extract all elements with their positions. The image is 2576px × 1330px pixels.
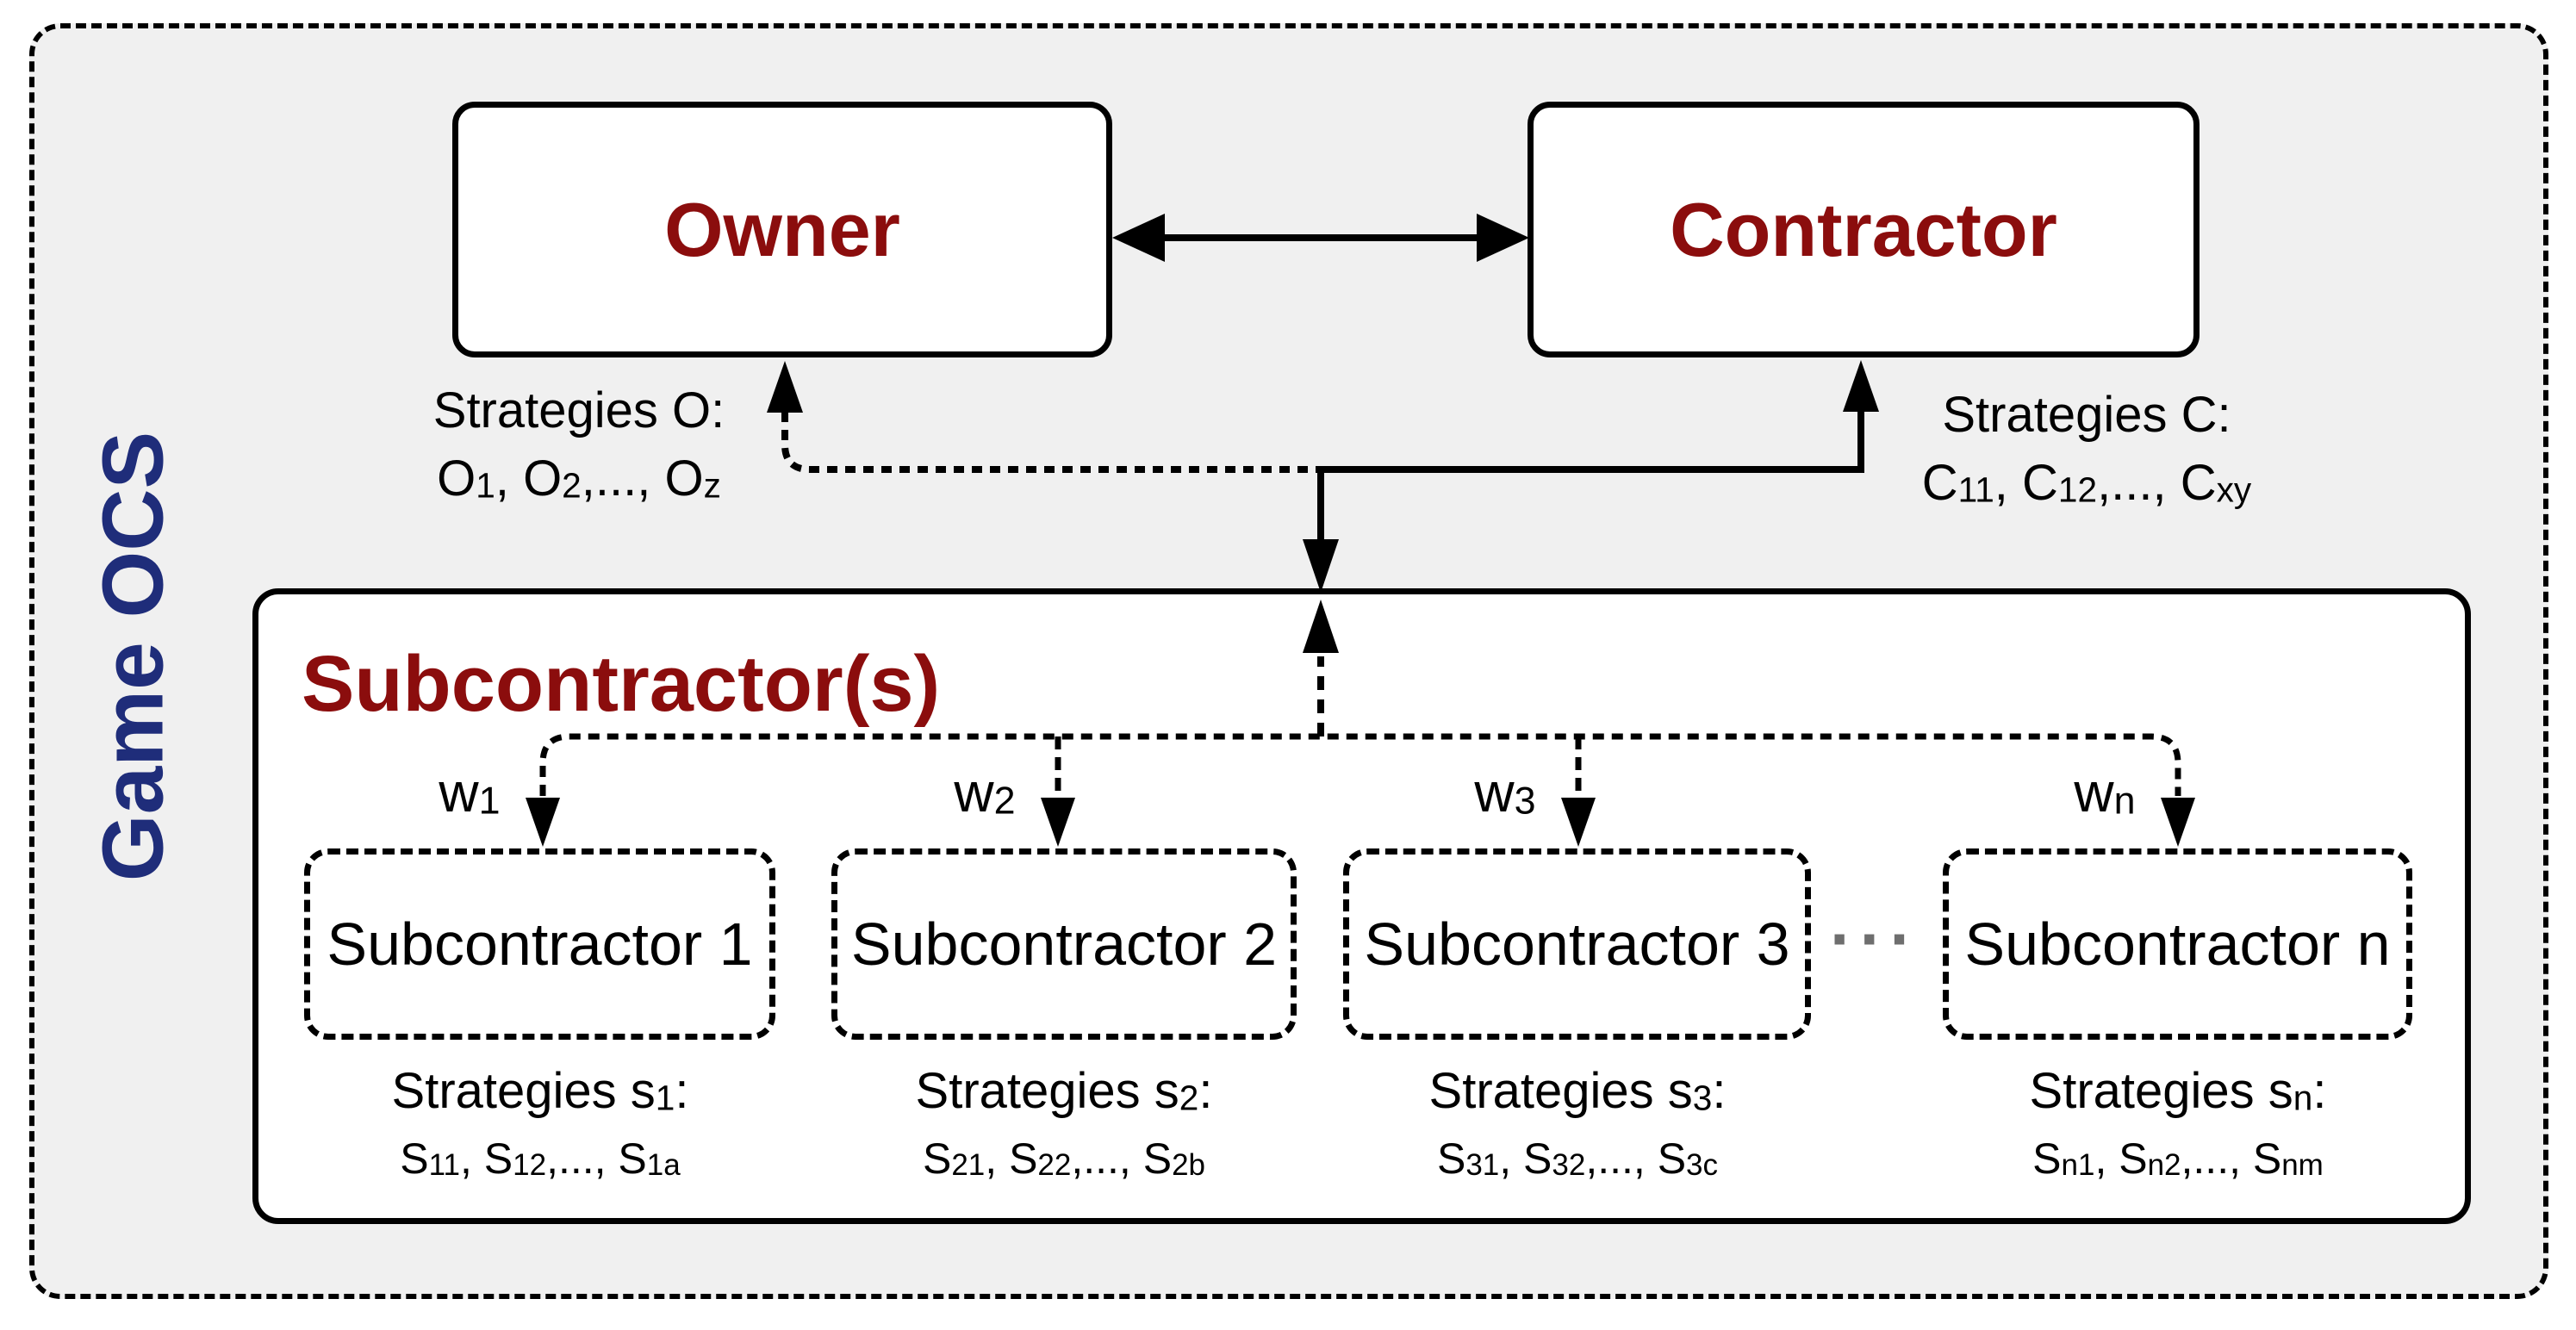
weight-label-w3: w3 <box>1474 761 1536 823</box>
owner-strategies-list: O1, O2,..., Oz <box>437 451 721 507</box>
subcontractor-1-strategies: Strategies s1: S11, S12,..., S1a <box>392 1062 689 1184</box>
contractor-box: Contractor <box>1528 102 2200 357</box>
owner-label: Owner <box>664 186 900 272</box>
contractor-strategies-title: Strategies C: <box>1942 387 2231 443</box>
subcontractor-label-1: Subcontractor 1 <box>327 910 753 978</box>
subcontractor-2-strategies-title: Strategies s2: <box>915 1063 1213 1119</box>
game-title: Game OCS <box>84 431 182 882</box>
owner-strategies-title: Strategies O: <box>432 382 725 438</box>
subcontractor-1-strategies-list: S11, S12,..., S1a <box>400 1134 681 1183</box>
contractor-label: Contractor <box>1670 186 2057 272</box>
subcontractor-box-n: Subcontractor n <box>1943 848 2412 1040</box>
subcontractor-3-strategies: Strategies s3: S31, S32,..., S3c <box>1429 1062 1727 1184</box>
subcontractor-box-1: Subcontractor 1 <box>304 848 775 1040</box>
subcontractor-label-n: Subcontractor n <box>1964 910 2391 978</box>
contractor-strategies-list: C11, C12,..., Cxy <box>1921 455 2252 511</box>
subcontractor-box-3: Subcontractor 3 <box>1343 848 1811 1040</box>
subcontractor-label-3: Subcontractor 3 <box>1364 910 1790 978</box>
subcontractor-1-strategies-title: Strategies s1: <box>391 1063 689 1119</box>
subcontractor-n-strategies: Strategies sn: Sn1, Sn2,..., Snm <box>2030 1062 2327 1184</box>
subcontractor-3-strategies-title: Strategies s3: <box>1428 1063 1727 1119</box>
owner-strategies: Strategies O: O1, O2,..., Oz <box>433 382 725 507</box>
contractor-strategies: Strategies C: C11, C12,..., Cxy <box>1922 386 2251 512</box>
subcontractor-label-2: Subcontractor 2 <box>850 910 1278 978</box>
more-subcontractors-ellipsis: ··· <box>1830 900 1920 977</box>
subcontractor-3-strategies-list: S31, S32,..., S3c <box>1436 1134 1719 1183</box>
subcontractors-title: Subcontractor(s) <box>302 640 941 728</box>
subcontractor-box-2: Subcontractor 2 <box>831 848 1297 1040</box>
weight-label-w2: w2 <box>954 761 1016 823</box>
weight-label-w1: w1 <box>439 761 501 823</box>
weight-label-wn: wn <box>2074 761 2136 823</box>
subcontractor-n-strategies-title: Strategies sn: <box>2029 1063 2327 1119</box>
subcontractor-n-strategies-list: Sn1, Sn2,..., Snm <box>2032 1134 2324 1183</box>
owner-box: Owner <box>452 102 1112 357</box>
subcontractor-2-strategies: Strategies s2: S21, S22,..., S2b <box>916 1062 1213 1184</box>
subcontractor-2-strategies-list: S21, S22,..., S2b <box>922 1134 1205 1183</box>
